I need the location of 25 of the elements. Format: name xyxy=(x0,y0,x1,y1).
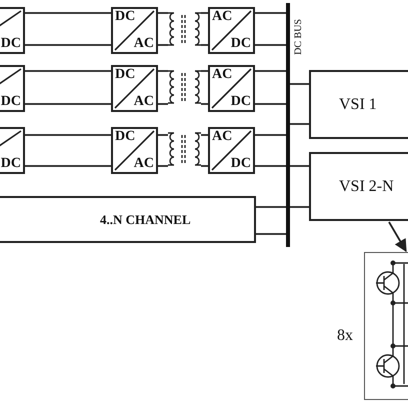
arrow xyxy=(388,222,407,252)
bus-label: DC BUS xyxy=(293,19,304,55)
wire-pair xyxy=(289,83,310,125)
channel-label: 4..N CHANNEL xyxy=(99,212,191,228)
multiplier-label: 8x xyxy=(337,327,353,345)
wire-pair xyxy=(24,134,112,167)
inverter-label: VSI 1 xyxy=(339,96,377,114)
wire-pair xyxy=(255,206,287,235)
inverter-label: VSI 2-N xyxy=(339,178,394,196)
wire-pair xyxy=(200,134,209,167)
wire-pair xyxy=(157,70,169,105)
wire-pair xyxy=(200,70,209,105)
inverter-box xyxy=(309,152,408,221)
wire-pair xyxy=(254,70,287,105)
module-box xyxy=(364,252,408,400)
wire-pair xyxy=(289,165,310,208)
wire-pair xyxy=(24,70,112,105)
channel-box xyxy=(0,196,256,243)
wire-pair xyxy=(157,134,169,167)
wire-pair xyxy=(254,12,287,46)
wire-pair xyxy=(254,134,287,167)
wire-pair xyxy=(157,12,169,46)
inverter-box xyxy=(309,70,408,139)
wire-pair xyxy=(24,12,112,46)
wire-pair xyxy=(200,12,209,46)
